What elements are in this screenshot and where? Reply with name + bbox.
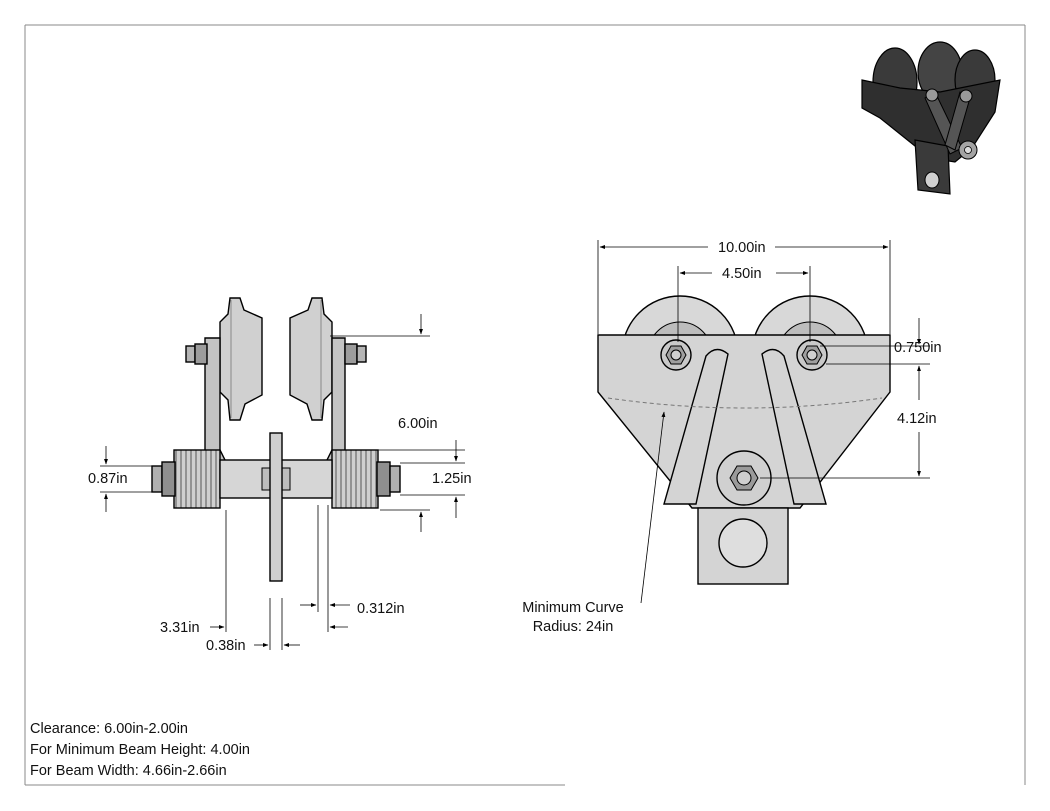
wheel-dia-label: 1.25in bbox=[432, 471, 472, 487]
clearance-label: 6.00in bbox=[398, 416, 438, 432]
hole-label: 0.750in bbox=[894, 340, 942, 356]
side-plate bbox=[597, 334, 891, 509]
side-extension-lines bbox=[597, 240, 930, 479]
left-axle-nut bbox=[151, 461, 176, 497]
front-dimension-arrows bbox=[104, 314, 458, 647]
axle-dia-label: 0.87in bbox=[88, 471, 128, 487]
spacer-label: 0.312in bbox=[357, 601, 405, 617]
right-top-wheel bbox=[289, 297, 333, 421]
iso-bolt-right bbox=[959, 89, 973, 103]
front-view: 6.00in 0.87in 1.25in 0.312in 3.31in 0.38… bbox=[88, 297, 472, 654]
iso-lug bbox=[914, 139, 951, 195]
lug-hole bbox=[718, 518, 768, 568]
isometric-view bbox=[861, 41, 1001, 195]
right-axle-nut bbox=[376, 461, 401, 497]
front-extension-lines bbox=[100, 335, 465, 650]
top-right-bolt bbox=[344, 343, 367, 365]
iso-lug-hole bbox=[924, 171, 940, 189]
left-top-wheel bbox=[219, 297, 263, 421]
right-slot bbox=[761, 348, 827, 505]
right-ribbed-roller bbox=[331, 449, 379, 509]
curve-label-line2: Radius: 24in bbox=[533, 619, 614, 635]
note-beam-height: For Minimum Beam Height: 4.00in bbox=[30, 742, 250, 758]
center-bolt bbox=[716, 450, 772, 506]
iso-bolt-left bbox=[925, 88, 939, 102]
right-wheel-bolt bbox=[796, 339, 828, 371]
side-view: 10.00in 4.50in 0.750in 4.12in Minimum Cu… bbox=[522, 240, 942, 635]
general-notes: Clearance: 6.00in-2.00in For Minimum Bea… bbox=[30, 719, 250, 782]
left-ribbed-roller bbox=[173, 449, 221, 509]
height-label: 4.12in bbox=[897, 411, 937, 427]
hub-label: 3.31in bbox=[160, 620, 200, 636]
center-hanger-plate bbox=[269, 432, 283, 582]
wheel-spacing-label: 4.50in bbox=[722, 266, 762, 282]
curve-label-line1: Minimum Curve bbox=[522, 600, 624, 616]
note-clearance: Clearance: 6.00in-2.00in bbox=[30, 721, 188, 737]
overall-width-label: 10.00in bbox=[718, 240, 766, 256]
note-beam-width: For Beam Width: 4.66in-2.66in bbox=[30, 763, 227, 779]
sheet-border bbox=[24, 24, 1026, 786]
left-wheel-bolt bbox=[660, 339, 692, 371]
side-dimension-arrows bbox=[599, 245, 921, 604]
beam-curve-line bbox=[607, 397, 883, 409]
left-slot bbox=[663, 348, 729, 505]
top-left-bolt bbox=[185, 343, 208, 365]
plate-label: 0.38in bbox=[206, 638, 246, 654]
